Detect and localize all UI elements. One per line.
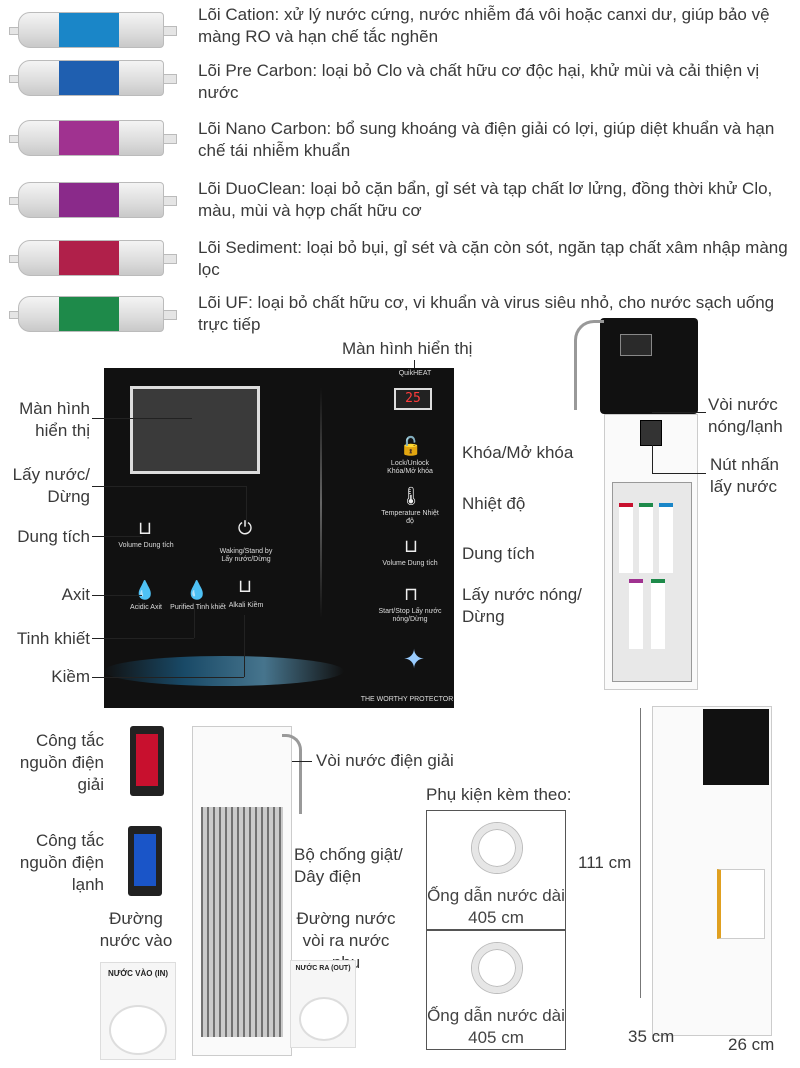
label-lock: Khóa/Mở khóa — [462, 443, 574, 462]
waking-text: Waking/Stand by Lấy nước/Dừng — [219, 548, 273, 563]
cup-volume-icon-right[interactable]: ⊔ — [403, 536, 419, 556]
device-top-head — [600, 318, 698, 414]
label-faucet-hot-cold: Vòi nước nóng/lạnh — [708, 395, 783, 436]
label-pure: Tinh khiết — [16, 629, 90, 648]
filter-text-sediment: Lõi Sediment: loại bỏ bụi, gỉ sét và cặn… — [198, 238, 788, 279]
water-out-port: NƯỚC RA (OUT) — [290, 960, 356, 1048]
pure-drop-icon[interactable]: 💧 — [185, 580, 209, 600]
panel-top-label: Màn hình hiển thị — [342, 339, 473, 358]
water-in-port: NƯỚC VÀO (IN) — [100, 962, 176, 1060]
electrolysis-power-switch[interactable] — [130, 726, 164, 796]
device-dimension-view — [652, 706, 772, 1036]
control-panel: QuikHEAT 25 🔓 Lock/Unlock Khóa/Mở khóa 🌡… — [104, 368, 454, 708]
accessory-item: Ống dẫn nước dài 405 cm — [426, 810, 566, 930]
filter-cartridge-cation — [9, 12, 177, 48]
filter-cartridge-sediment — [9, 240, 177, 276]
start-stop-text: Start/Stop Lấy nước nóng/Dừng — [378, 608, 442, 623]
quikheat-label: QuikHEAT — [398, 370, 432, 377]
cold-power-switch[interactable] — [128, 826, 162, 896]
label-screen: Màn hình hiển thị — [19, 399, 90, 440]
volume-right-text: Volume Dung tích — [382, 560, 438, 567]
filter-text-pre-carbon: Lõi Pre Carbon: loại bỏ Clo và chất hữu … — [198, 61, 760, 102]
filter-cartridge-duoclean — [9, 182, 177, 218]
alkali-text: Alkali Kiềm — [228, 602, 264, 609]
filter-cartridge-nano-carbon — [9, 120, 177, 156]
lock-button-text: Lock/Unlock Khóa/Mở khóa — [387, 460, 433, 475]
device-back-view — [192, 726, 292, 1056]
volume-left-text: Volume Dung tích — [118, 542, 174, 549]
label-temp: Nhiệt độ — [462, 494, 526, 513]
panel-brand: THE WORTHY PROTECTOR — [360, 696, 454, 703]
acidic-text: Acidic Axit — [130, 604, 162, 611]
label-electrolysis-faucet: Vòi nước điện giải — [316, 751, 454, 770]
temp-button-text: Temperature Nhiệt độ — [381, 510, 439, 525]
accessories-title: Phụ kiện kèm theo: — [426, 785, 572, 804]
panel-screen — [130, 386, 260, 474]
mascot-logo: ✦ — [403, 644, 425, 674]
acid-drop-icon[interactable]: 💧 — [133, 580, 157, 600]
filter-text-nano-carbon: Lõi Nano Carbon: bổ sung khoáng và điện … — [198, 119, 775, 160]
thermometer-icon[interactable]: 🌡 — [399, 486, 423, 506]
label-anti-shock: Bộ chống giật/ Dây điện — [294, 845, 403, 886]
lock-icon[interactable]: 🔓 — [399, 436, 423, 456]
filter-cartridge-pre-carbon — [9, 60, 177, 96]
label-water-in: Đường nước vào — [99, 909, 173, 950]
dimension-width: 26 cm — [728, 1035, 775, 1054]
filter-cabinet — [612, 482, 692, 682]
accessory-item: Ống dẫn nước dài 405 cm — [426, 930, 566, 1050]
hot-tap-icon[interactable]: ⊓ — [403, 584, 419, 604]
alkali-cup-icon[interactable]: ⊔ — [237, 576, 253, 596]
filter-text-uf: Lõi UF: loại bỏ chất hữu cơ, vi khuẩn và… — [198, 293, 775, 334]
label-volume-right: Dung tích — [462, 544, 535, 563]
dispense-button[interactable] — [640, 420, 662, 446]
cup-volume-icon-left[interactable]: ⊔ — [137, 518, 153, 538]
label-dispense-button: Nút nhấn lấy nước — [710, 455, 779, 496]
filter-text-cation: Lõi Cation: xử lý nước cứng, nước nhiễm … — [198, 5, 770, 46]
label-acid: Axit — [61, 585, 90, 604]
label-hot: Lấy nước nóng/ Dừng — [462, 585, 582, 626]
label-cold-switch: Công tắc nguồn điện lạnh — [19, 831, 104, 894]
label-volume-left: Dung tích — [17, 527, 90, 546]
label-dispense: Lấy nước/ Dừng — [12, 465, 90, 506]
filter-text-duoclean: Lõi DuoClean: loại bỏ cặn bẩn, gỉ sét và… — [198, 179, 773, 220]
dimension-depth: 35 cm — [628, 1027, 675, 1046]
filter-cartridge-uf — [9, 296, 177, 332]
power-icon[interactable]: ⏻ — [237, 518, 253, 538]
label-electrolysis-switch: Công tắc nguồn điện giải — [19, 731, 104, 794]
label-alkali: Kiềm — [51, 667, 90, 686]
dimension-height: 111 cm — [578, 853, 632, 872]
purified-text: Purified Tinh khiết — [170, 604, 226, 611]
temperature-display: 25 — [394, 388, 432, 410]
